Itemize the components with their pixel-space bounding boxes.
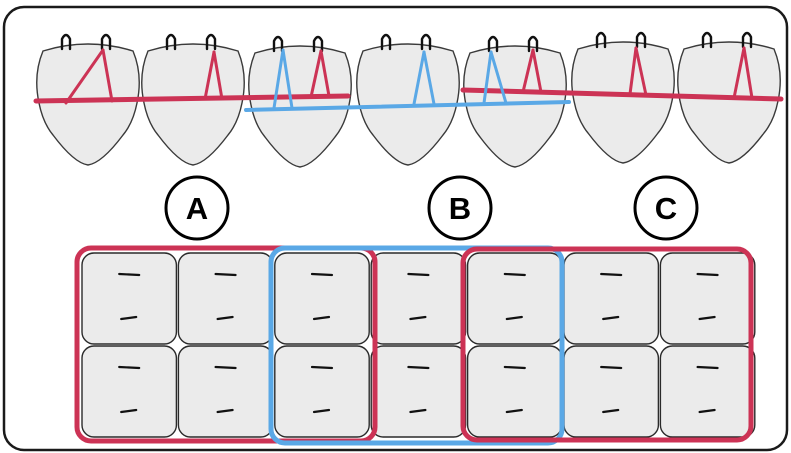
red-strut bbox=[203, 50, 216, 101]
wire-bands bbox=[33, 46, 784, 112]
red-strut bbox=[531, 48, 543, 94]
cell-tick bbox=[600, 365, 623, 370]
blue-strut bbox=[489, 50, 508, 105]
red-strut bbox=[212, 50, 224, 101]
cell-tick bbox=[602, 315, 620, 321]
label-b-circle bbox=[427, 175, 493, 241]
blue-strut bbox=[281, 48, 294, 110]
label-b-badge: B bbox=[427, 175, 493, 241]
grid-cell bbox=[177, 252, 274, 345]
cell-tick bbox=[505, 315, 523, 321]
label-c-badge: C bbox=[633, 175, 699, 241]
cell-tick bbox=[312, 315, 331, 321]
group-c-frame bbox=[460, 246, 754, 443]
cell-tick bbox=[698, 315, 716, 321]
red-strut bbox=[319, 49, 331, 98]
blue-wire-center bbox=[244, 100, 571, 112]
label-a-circle bbox=[164, 175, 230, 241]
tooth-hook bbox=[60, 33, 72, 51]
cell-tick bbox=[409, 315, 427, 321]
cell-grid bbox=[81, 252, 756, 438]
grid-cell bbox=[466, 345, 563, 438]
cell-tick bbox=[214, 272, 237, 277]
grid-cell bbox=[370, 345, 467, 438]
red-strut bbox=[521, 48, 535, 94]
label-b-text: B bbox=[449, 191, 471, 226]
blue-strut bbox=[412, 50, 426, 106]
tooth-hook bbox=[635, 31, 647, 49]
tooth-7 bbox=[677, 41, 781, 164]
cell-tick bbox=[407, 272, 430, 277]
tooth-hook bbox=[527, 35, 539, 53]
group-b-frame bbox=[268, 245, 565, 446]
cell-tick bbox=[696, 365, 719, 370]
cell-tick bbox=[696, 272, 719, 277]
grid-cell bbox=[370, 252, 467, 345]
group-a-frame bbox=[74, 245, 378, 444]
blue-strut bbox=[482, 50, 493, 105]
cell-tick bbox=[120, 408, 138, 414]
label-a-badge: A bbox=[164, 175, 230, 241]
cell-tick bbox=[503, 272, 526, 277]
grid-cell bbox=[81, 345, 178, 438]
cell-tick bbox=[214, 365, 237, 370]
tooth-6 bbox=[571, 41, 675, 164]
tooth-hook bbox=[272, 35, 284, 53]
cell-tick bbox=[698, 408, 716, 414]
cell-tick bbox=[409, 408, 427, 414]
tooth-5 bbox=[463, 45, 567, 168]
red-strut bbox=[309, 49, 323, 99]
red-strut bbox=[628, 46, 638, 96]
tooth-1 bbox=[36, 43, 140, 166]
cell-tick bbox=[216, 315, 234, 321]
label-c-text: C bbox=[655, 191, 677, 226]
red-strut bbox=[634, 46, 648, 97]
tooth-hook bbox=[205, 33, 217, 51]
label-c-circle bbox=[633, 175, 699, 241]
cell-tick bbox=[120, 315, 138, 321]
cell-tick bbox=[118, 365, 141, 370]
cell-tick bbox=[602, 408, 620, 414]
tooth-hook bbox=[701, 31, 713, 49]
cell-tick bbox=[216, 408, 234, 414]
tooth-hook bbox=[487, 35, 499, 53]
cell-tick bbox=[310, 272, 334, 277]
teeth-row bbox=[36, 31, 781, 168]
blue-strut bbox=[272, 48, 285, 110]
label-a-text: A bbox=[186, 191, 208, 226]
cell-tick bbox=[407, 365, 430, 370]
tooth-hook bbox=[420, 33, 432, 51]
cell-tick bbox=[312, 408, 331, 414]
grid-cell bbox=[659, 252, 756, 345]
grid-cell bbox=[177, 345, 274, 438]
grid-cell bbox=[659, 345, 756, 438]
red-wire-left bbox=[33, 93, 351, 104]
grid-cell bbox=[81, 252, 178, 345]
red-wire-right bbox=[460, 87, 784, 102]
red-strut bbox=[742, 46, 754, 100]
cell-tick bbox=[503, 365, 526, 370]
tooth-hook bbox=[312, 35, 324, 53]
tooth-hook bbox=[741, 31, 753, 49]
tooth-hook bbox=[380, 33, 392, 51]
cell-tick bbox=[118, 272, 141, 277]
tooth-hook bbox=[165, 33, 177, 51]
grid-cell bbox=[274, 345, 370, 438]
blue-strut bbox=[422, 50, 436, 106]
cell-tick bbox=[310, 365, 334, 370]
grid-cell bbox=[563, 252, 660, 345]
cell-tick bbox=[600, 272, 623, 277]
tooth-hook bbox=[100, 33, 112, 51]
red-strut bbox=[64, 48, 105, 105]
grid-cell bbox=[274, 252, 370, 345]
grid-cell bbox=[466, 252, 563, 345]
tooth-hook bbox=[595, 31, 607, 49]
grid-cell bbox=[563, 345, 660, 438]
red-strut bbox=[732, 46, 746, 100]
cell-tick bbox=[505, 408, 523, 414]
red-strut bbox=[101, 48, 114, 103]
